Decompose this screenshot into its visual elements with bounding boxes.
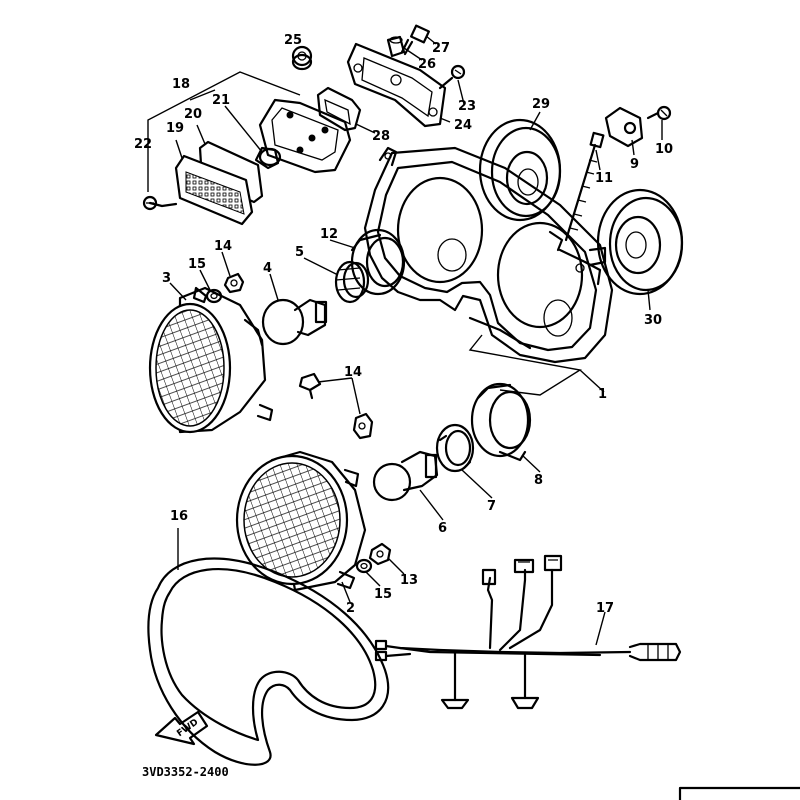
callout-6: 6 [438,521,447,536]
callout-17: 17 [596,601,614,616]
callout-11: 11 [595,171,613,186]
callout-27: 27 [432,41,450,56]
washer-15-lower [355,558,373,574]
indicator-housing-18 [258,98,352,174]
nut-14-upper [223,272,245,294]
collar-26 [386,35,406,58]
callout-10: 10 [655,142,673,157]
callout-4: 4 [263,261,272,276]
callout-25: 25 [284,33,302,48]
callout-26: 26 [418,57,436,72]
callout-16: 16 [170,509,188,524]
callout-14-middle: 14 [344,365,362,380]
clip-14-b [352,412,374,440]
callout-14-upper: 14 [214,239,232,254]
lens-19 [174,154,254,226]
socket-cover-12 [350,228,406,296]
callout-2: 2 [346,601,355,616]
leader-lines [147,35,800,800]
callout-30: 30 [644,313,662,328]
callout-21: 21 [212,93,230,108]
screw-23 [438,64,466,90]
bulb-6 [372,450,439,502]
callout-28: 28 [372,129,390,144]
fwd-arrow-icon: FWD [154,710,209,746]
cover-28 [316,86,362,132]
callout-18: 18 [172,77,190,92]
callout-19: 19 [166,121,184,136]
callout-3: 3 [162,271,171,286]
screw-11 [564,131,605,242]
callout-20: 20 [184,107,202,122]
headlight-unit-3 [148,286,274,434]
callout-labels: 1 2 3 4 5 6 7 8 9 10 11 12 13 14 14 15 1… [134,33,673,616]
nut-13 [368,542,392,566]
screw-10 [646,105,672,121]
socket-5 [334,260,370,304]
callout-1: 1 [598,387,607,402]
callout-29: 29 [532,97,550,112]
callout-8: 8 [534,473,543,488]
callout-5: 5 [295,245,304,260]
headlight-unit-2 [235,450,367,592]
socket-cover-8 [470,382,532,462]
callout-15-lower: 15 [374,587,392,602]
callout-12: 12 [320,227,338,242]
callout-23: 23 [458,99,476,114]
bulb-4 [261,298,328,346]
grommet-25 [291,45,313,71]
retaining-ring-7 [435,423,475,473]
callout-15-upper: 15 [188,257,206,272]
meter-cup-30 [588,188,684,296]
trim-ring-16 [147,557,390,766]
indicator-plate [346,42,447,128]
callout-24: 24 [454,118,472,133]
clip-14-a [298,372,322,400]
washer-15-upper [205,288,223,304]
wire-harness-17 [374,554,682,710]
meter-cup-29 [478,118,562,222]
bracket-9 [604,106,644,148]
callout-7: 7 [487,499,496,514]
callout-22: 22 [134,137,152,152]
callout-13: 13 [400,573,418,588]
diagram-code: 3VD3352-2400 [142,765,229,779]
callout-9: 9 [630,157,639,172]
screw-22 [142,195,178,211]
headlight-housing [363,146,614,364]
